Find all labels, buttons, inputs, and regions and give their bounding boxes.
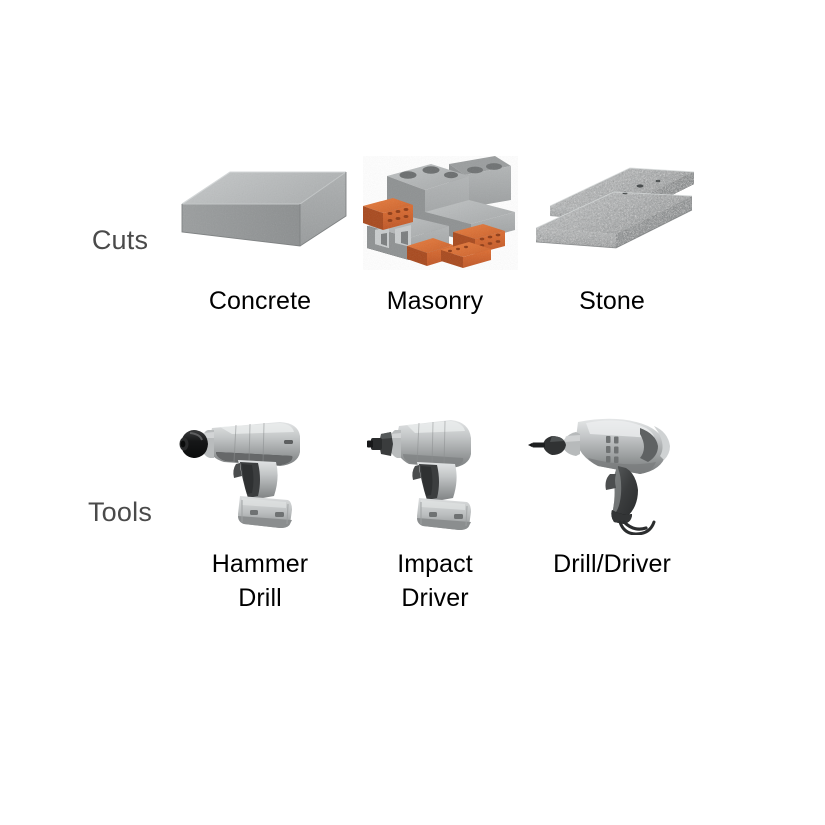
cell-label-line: Stone bbox=[579, 287, 645, 315]
row-cuts: Cuts bbox=[0, 150, 825, 340]
row-label-tools: Tools bbox=[87, 497, 153, 527]
impact-driver-image bbox=[345, 400, 525, 535]
cell-label-line: Hammer bbox=[211, 550, 309, 578]
masonry-blocks-and-bricks-image bbox=[345, 150, 525, 270]
cell-label-line: Driver bbox=[401, 583, 469, 612]
cell-impact-driver[interactable]: Impact Driver bbox=[345, 400, 525, 612]
cell-label-masonry: Masonry bbox=[345, 285, 525, 319]
cell-stone[interactable]: Stone bbox=[522, 150, 702, 315]
cell-label-drill-driver: Drill/Driver bbox=[522, 548, 702, 582]
cell-label-concrete: Concrete bbox=[170, 285, 350, 319]
cell-concrete[interactable]: Concrete bbox=[170, 150, 350, 315]
cell-label-stone: Stone bbox=[522, 285, 702, 319]
cell-label-line: Concrete bbox=[208, 287, 312, 315]
cell-masonry[interactable]: Masonry bbox=[345, 150, 525, 315]
stone-slab-image bbox=[522, 150, 702, 270]
cell-label-line: Drill bbox=[238, 583, 282, 612]
row-tools: Tools bbox=[0, 400, 825, 625]
row-label-cuts: Cuts bbox=[91, 225, 149, 255]
hammer-drill-image bbox=[170, 400, 350, 535]
corded-drill-driver-image bbox=[522, 400, 702, 535]
cell-label-line: Masonry bbox=[386, 287, 484, 315]
cell-label-line: Impact bbox=[397, 550, 473, 578]
cell-label-hammer-drill: Hammer Drill bbox=[170, 548, 350, 616]
cell-hammer-drill[interactable]: Hammer Drill bbox=[170, 400, 350, 612]
cell-drill-driver[interactable]: Drill/Driver bbox=[522, 400, 702, 578]
concrete-block-image bbox=[170, 150, 350, 270]
cell-label-impact-driver: Impact Driver bbox=[345, 548, 525, 616]
cell-label-line: Drill/Driver bbox=[553, 550, 671, 578]
